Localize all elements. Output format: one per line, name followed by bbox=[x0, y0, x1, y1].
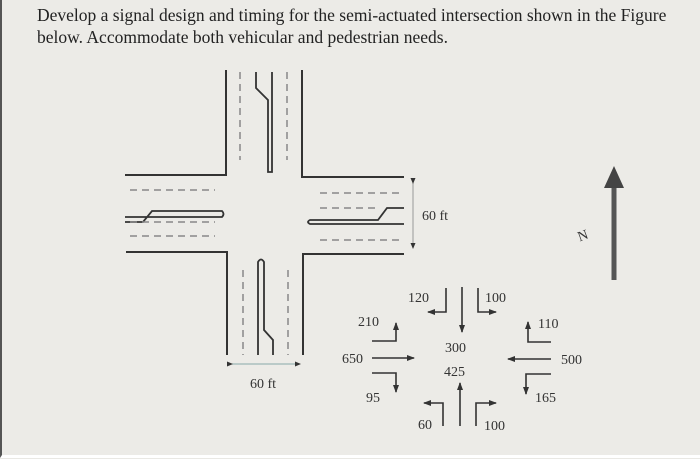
ns-width-dimension: 60 ft bbox=[227, 361, 301, 392]
eb-through-volume: 650 bbox=[342, 352, 363, 367]
eb-left-volume: 210 bbox=[358, 315, 379, 330]
eb-right-volume: 95 bbox=[366, 391, 380, 406]
eb-left-arrow-icon bbox=[372, 322, 399, 342]
nb-right-volume: 100 bbox=[484, 419, 505, 434]
ew-width-label: 60 ft bbox=[422, 209, 448, 224]
wb-right-volume: 110 bbox=[538, 317, 558, 332]
westbound-movements bbox=[507, 321, 551, 395]
northbound-movements bbox=[423, 382, 497, 426]
sb-left-volume: 120 bbox=[408, 291, 429, 306]
eb-right-arrow-icon bbox=[372, 372, 399, 393]
wb-through-volume: 500 bbox=[561, 353, 582, 368]
nb-right-arrow-icon bbox=[475, 400, 497, 426]
wb-right-arrow-icon bbox=[525, 321, 551, 343]
sb-left-arrow-icon bbox=[427, 288, 447, 315]
lane-lines bbox=[130, 72, 404, 355]
ns-width-label: 60 ft bbox=[250, 377, 276, 392]
ew-width-dimension: 60 ft bbox=[410, 178, 448, 249]
nb-left-arrow-icon bbox=[423, 400, 444, 426]
wb-left-arrow-icon bbox=[523, 373, 551, 395]
wb-left-volume: 165 bbox=[535, 391, 556, 406]
sb-right-volume: 100 bbox=[485, 291, 506, 306]
southbound-movements bbox=[427, 287, 497, 333]
sb-right-arrow-icon bbox=[477, 288, 497, 315]
eastbound-movements bbox=[372, 322, 415, 393]
nb-through-volume: 425 bbox=[444, 365, 465, 380]
north-label: N bbox=[576, 228, 591, 246]
north-arrow-icon: N bbox=[576, 166, 624, 280]
problem-statement: Develop a signal design and timing for t… bbox=[37, 5, 667, 47]
sb-through-volume: 300 bbox=[445, 341, 466, 356]
intersection-geometry bbox=[125, 70, 404, 355]
nb-left-volume: 60 bbox=[418, 418, 432, 433]
